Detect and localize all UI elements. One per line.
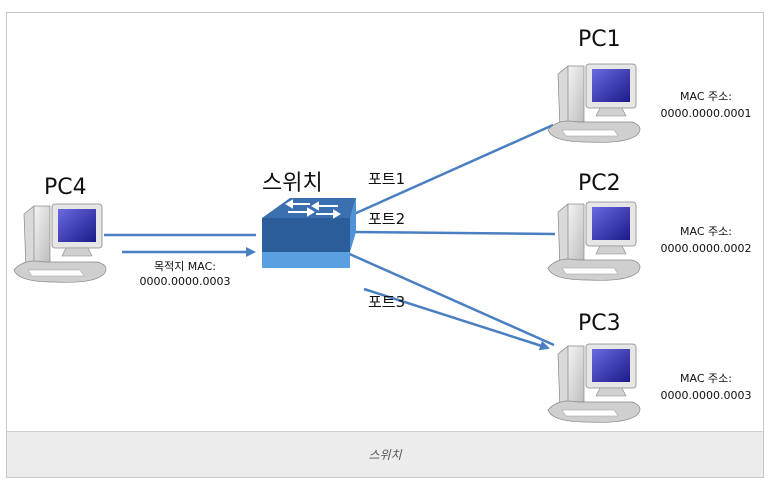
pc3-computer-icon <box>547 343 641 423</box>
pc2-mac-label: MAC 주소: <box>680 225 732 238</box>
pc3-mac-address: 0000.0000.0003 <box>661 389 752 402</box>
pc4-computer-icon <box>13 203 107 283</box>
figure-caption: 스위치 <box>368 448 402 462</box>
switch-label: 스위치 <box>262 171 323 196</box>
frame-arrow-out <box>363 287 550 351</box>
frame-dest-mac: 0000.0000.0003 <box>140 275 231 288</box>
pc1-mac-label: MAC 주소: <box>680 90 732 103</box>
link-switch-pc2 <box>351 230 556 236</box>
pc2-computer-icon <box>547 201 641 281</box>
pc2-label: PC2 <box>578 171 621 196</box>
link-switch-pc3 <box>344 250 555 347</box>
pc1-computer-icon <box>547 63 641 143</box>
pc3-mac-label: MAC 주소: <box>680 372 732 385</box>
link-switch-pc1 <box>344 123 554 220</box>
port-label-2: 포트2 <box>368 210 405 228</box>
port-label-1: 포트1 <box>368 170 405 188</box>
pc1-mac-address: 0000.0000.0001 <box>661 107 752 120</box>
pc2-mac-address: 0000.0000.0002 <box>661 242 752 255</box>
pc4-label: PC4 <box>44 175 87 200</box>
switch-icon <box>262 198 356 268</box>
figure-frame: 스위치 <box>6 12 764 478</box>
caption-bar: 스위치 <box>7 431 763 477</box>
frame-dest-label: 목적지 MAC: <box>154 260 216 273</box>
pc1-label: PC1 <box>578 27 621 52</box>
port-label-3: 포트3 <box>368 293 405 311</box>
pc3-label: PC3 <box>578 311 621 336</box>
